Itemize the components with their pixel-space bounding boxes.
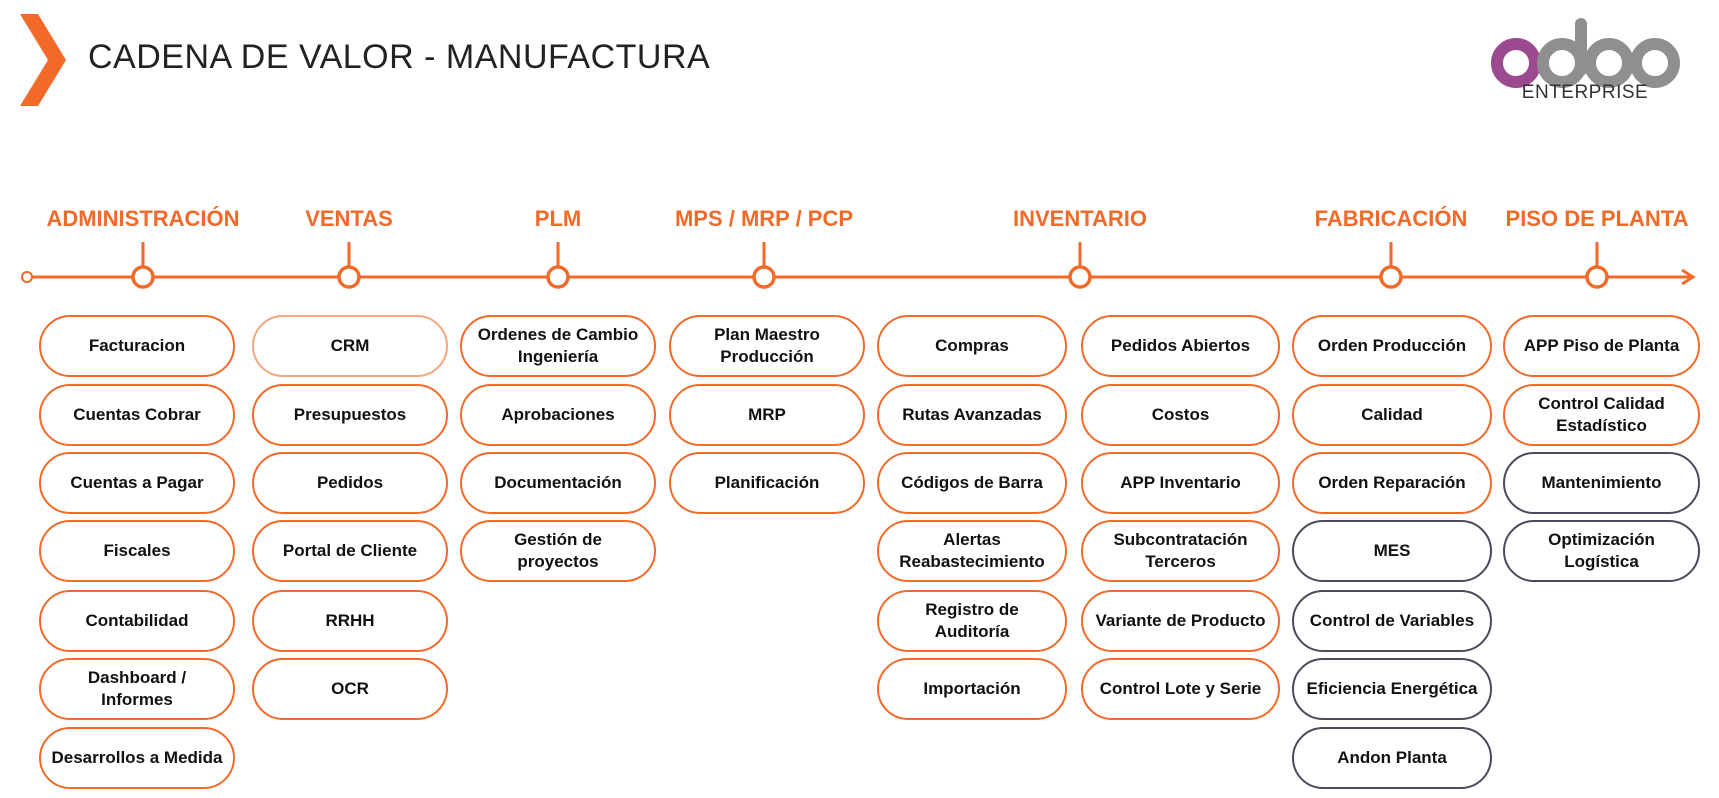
- module-pill: Calidad: [1292, 384, 1492, 446]
- stage-node: [131, 265, 155, 289]
- module-pill: APP Piso de Planta: [1503, 315, 1700, 377]
- timeline-arrow-icon: [1681, 268, 1696, 286]
- chevron-logo-icon: [20, 14, 66, 106]
- module-pill: Control Lote y Serie: [1081, 658, 1280, 720]
- module-pill: Rutas Avanzadas: [877, 384, 1067, 446]
- stage-node: [1585, 265, 1609, 289]
- stage-label: PLM: [534, 206, 582, 231]
- module-pill: Códigos de Barra: [877, 452, 1067, 514]
- logo-subtitle: ENTERPRISE: [1521, 82, 1649, 103]
- module-pill: Gestión de proyectos: [460, 520, 656, 582]
- module-pill: Aprobaciones: [460, 384, 656, 446]
- module-pill: MES: [1292, 520, 1492, 582]
- module-pill: Control de Variables: [1292, 590, 1492, 652]
- module-pill: MRP: [669, 384, 865, 446]
- module-pill: APP Inventario: [1081, 452, 1280, 514]
- module-pill: Importación: [877, 658, 1067, 720]
- stage-label: FABRICACIÓN: [1314, 206, 1468, 231]
- timeline: [21, 242, 1696, 289]
- module-pill: Mantenimiento: [1503, 452, 1700, 514]
- module-pill: Registro de Auditoría: [877, 590, 1067, 652]
- stage-label: VENTAS: [305, 206, 393, 231]
- stage-node: [337, 265, 361, 289]
- stage-node: [1379, 265, 1403, 289]
- module-pill: Plan Maestro Producción: [669, 315, 865, 377]
- module-pill: Presupuestos: [252, 384, 448, 446]
- module-pill: Pedidos Abiertos: [1081, 315, 1280, 377]
- module-pill: RRHH: [252, 590, 448, 652]
- module-pill: Planificación: [669, 452, 865, 514]
- module-pill: Subcontratación Terceros: [1081, 520, 1280, 582]
- timeline-start-dot: [21, 271, 33, 283]
- module-pill: Costos: [1081, 384, 1280, 446]
- module-pill: Portal de Cliente: [252, 520, 448, 582]
- module-pill: Control Calidad Estadístico: [1503, 384, 1700, 446]
- module-pill: OCR: [252, 658, 448, 720]
- stage-label: ADMINISTRACIÓN: [46, 206, 240, 231]
- stage-label: PISO DE PLANTA: [1505, 206, 1689, 231]
- page-title: CADENA DE VALOR - MANUFACTURA: [88, 38, 711, 76]
- module-pill: Contabilidad: [39, 590, 235, 652]
- module-pill: Cuentas Cobrar: [39, 384, 235, 446]
- module-pill: Eficiencia Energética: [1292, 658, 1492, 720]
- module-pill: Alertas Reabastecimiento: [877, 520, 1067, 582]
- module-pill: Variante de Producto: [1081, 590, 1280, 652]
- module-pill: Facturacion: [39, 315, 235, 377]
- stage-node: [752, 265, 776, 289]
- module-pill: Pedidos: [252, 452, 448, 514]
- module-pill: Optimización Logística: [1503, 520, 1700, 582]
- stage-label: MPS / MRP / PCP: [674, 206, 854, 231]
- module-pill: Cuentas a Pagar: [39, 452, 235, 514]
- stage-node: [546, 265, 570, 289]
- module-pill: CRM: [252, 315, 448, 377]
- module-pill: Andon Planta: [1292, 727, 1492, 789]
- module-pill: Ordenes de Cambio Ingeniería: [460, 315, 656, 377]
- module-pill: Documentación: [460, 452, 656, 514]
- odoo-logo: [1491, 18, 1680, 88]
- module-pill: Desarrollos a Medida: [39, 727, 235, 789]
- module-pill: Fiscales: [39, 520, 235, 582]
- stage-node: [1068, 265, 1092, 289]
- stage-label: INVENTARIO: [1012, 206, 1148, 231]
- module-pill: Orden Reparación: [1292, 452, 1492, 514]
- module-pill: Dashboard / Informes: [39, 658, 235, 720]
- module-pill: Orden Producción: [1292, 315, 1492, 377]
- module-pill: Compras: [877, 315, 1067, 377]
